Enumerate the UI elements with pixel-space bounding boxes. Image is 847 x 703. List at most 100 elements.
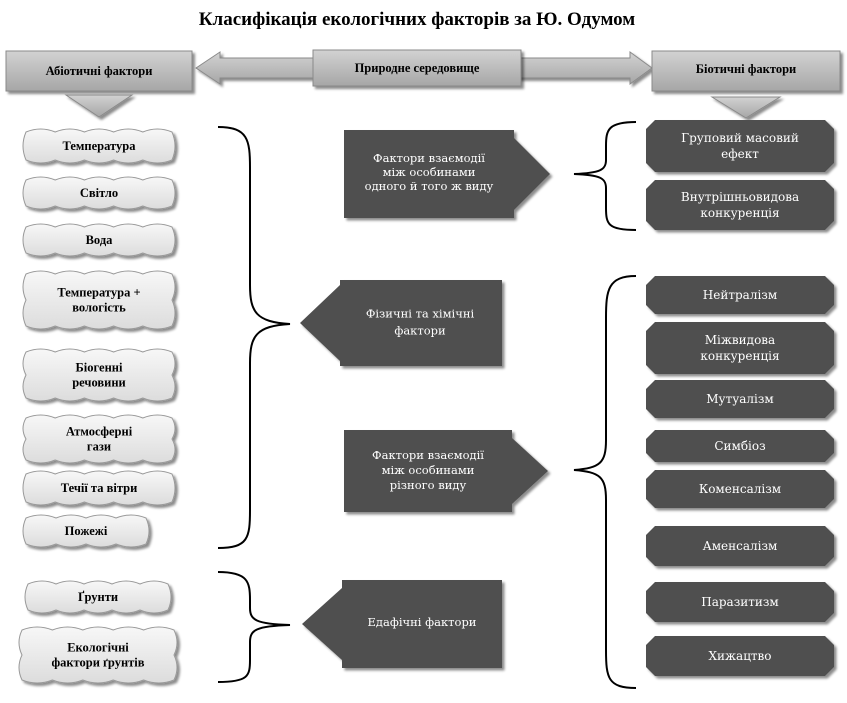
top-header-row: Природне середовище Абіотичні фактори Бі…: [5, 49, 841, 119]
text-line: Нейтралізм: [703, 288, 777, 302]
factor-box-label: Коменсалізм: [699, 482, 781, 496]
text-line: конкуренція: [700, 349, 779, 363]
factor-box: Симбіоз: [646, 430, 834, 462]
biotic-down-arrow: [710, 96, 782, 119]
abiotic-header: Абіотичні фактори: [46, 64, 153, 78]
factor-box-label: Аменсалізм: [703, 539, 778, 553]
edaphic-box-text: Едафічні фактори: [368, 615, 477, 629]
cloud-label: Течії та вітри: [61, 481, 138, 495]
factor-box-label: Паразитизм: [701, 595, 779, 609]
cloud-shape: [22, 414, 176, 464]
cloud-label: Ґрунти: [78, 590, 118, 604]
cloud-shape: [22, 270, 176, 330]
cloud-label: Температура +вологість: [57, 286, 140, 315]
text-line: Паразитизм: [701, 595, 779, 609]
text-line: фактори ґрунтів: [51, 656, 144, 670]
cloud-item: Вода: [22, 223, 176, 257]
factor-box: Аменсалізм: [646, 526, 834, 566]
biotic-header: Біотичні фактори: [696, 62, 797, 76]
text-line: Пожежі: [65, 524, 108, 538]
factor-box: Хижацтво: [646, 636, 834, 676]
text-line: між особинами: [383, 165, 476, 179]
factor-box-label: Мутуалізм: [706, 392, 774, 406]
text-line: Симбіоз: [714, 439, 765, 453]
environment-header: Природне середовище: [355, 61, 480, 75]
factor-box-label: Нейтралізм: [703, 288, 777, 302]
factor-box-shape: [646, 180, 834, 230]
text-line: Атмосферні: [66, 425, 133, 439]
text-line: Екологічні: [67, 641, 129, 655]
text-line: Внутрішньовидова: [681, 190, 799, 204]
cloud-shape: [22, 470, 176, 506]
cloud-item: Ґрунти: [24, 580, 172, 614]
factor-box-shape: [646, 470, 834, 508]
cloud-item: Температура: [22, 128, 176, 164]
factor-box-shape: [646, 276, 834, 314]
text-line: Ґрунти: [78, 590, 118, 604]
cloud-shape: [22, 348, 176, 402]
factor-box-shape: [646, 322, 834, 374]
text-line: Фактори взаємодії: [372, 448, 484, 462]
text-line: Вода: [86, 233, 114, 247]
cloud-shape: [18, 626, 178, 684]
right-brace-bottom: [573, 275, 637, 689]
abiotic-header-box: [5, 50, 193, 92]
factor-box-label: Хижацтво: [708, 649, 771, 663]
cloud-shape: [22, 223, 176, 257]
text-line: Температура: [63, 139, 137, 153]
factor-box: Коменсалізм: [646, 470, 834, 508]
cloud-shape: [22, 176, 176, 210]
cloud-shape: [22, 514, 150, 548]
text-line: речовини: [72, 376, 126, 390]
text-line: Хижацтво: [708, 649, 771, 663]
factor-box-label: Міжвидова конкуренція: [700, 333, 779, 363]
text-line: одного й того ж виду: [365, 179, 494, 193]
cloud-item: Пожежі: [22, 514, 150, 548]
text-line: Світло: [80, 186, 118, 200]
diagram-title: Класифікація екологічних факторів за Ю. …: [199, 9, 635, 30]
factor-box-shape: [646, 120, 834, 172]
factor-box-label: Симбіоз: [714, 439, 765, 453]
cloud-item: Течії та вітри: [22, 470, 176, 506]
cloud-label: Пожежі: [65, 524, 108, 538]
left-brace-top: [217, 126, 291, 549]
cloud-item: Температура +вологість: [22, 270, 176, 330]
factor-box-shape: [646, 380, 834, 418]
cloud-label: Вода: [86, 233, 114, 247]
text-line: вологість: [72, 301, 126, 315]
abiotic-down-arrow: [64, 94, 134, 118]
factor-box: Паразитизм: [646, 582, 834, 622]
intraspecific-arrow-box: [344, 130, 550, 218]
text-line: Біогенні: [76, 361, 123, 375]
text-line: Коменсалізм: [699, 482, 781, 496]
text-line: між особинами: [382, 463, 475, 477]
text-line: Мутуалізм: [706, 392, 774, 406]
factor-box-shape: [646, 430, 834, 462]
factor-box: Мутуалізм: [646, 380, 834, 418]
text-line: фактори: [394, 324, 446, 338]
environment-box: [312, 49, 522, 87]
text-line: ефект: [721, 147, 759, 161]
factor-box-shape: [646, 636, 834, 676]
cloud-item: Світло: [22, 176, 176, 210]
text-line: Міжвидова: [705, 333, 775, 347]
factor-box: Нейтралізм: [646, 276, 834, 314]
text-line: гази: [87, 440, 111, 454]
right-brace-top: [573, 121, 637, 231]
